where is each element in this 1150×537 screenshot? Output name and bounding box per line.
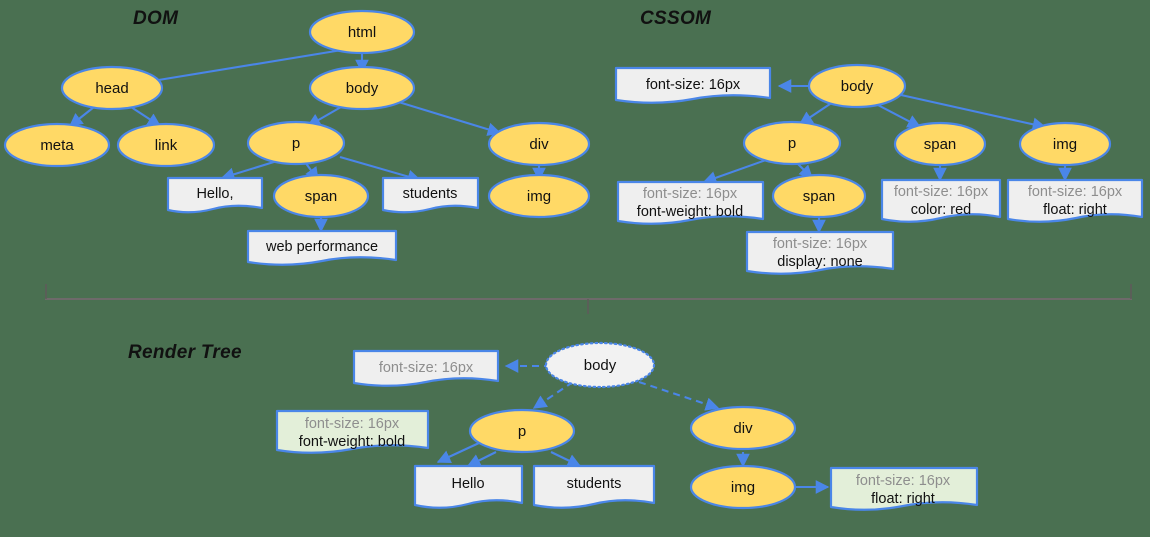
cssom-rule-body-line1: font-size: 16px: [646, 77, 741, 93]
cssom-edge-body-p: [798, 101, 834, 125]
render-rule-body-line1: font-size: 16px: [379, 360, 474, 376]
dom-node-meta-label: meta: [40, 137, 74, 154]
render-rule-img-line1: font-size: 16px: [856, 473, 951, 489]
dom-node-p-label: p: [292, 135, 300, 152]
dom-edges: [68, 47, 546, 233]
cssom-rule-span-child: font-size: 16px display: none: [745, 230, 895, 275]
cssom-rule-p: font-size: 16px font-weight: bold: [616, 180, 765, 225]
render-text-students: students: [532, 464, 656, 509]
render-node-div[interactable]: div: [689, 405, 797, 451]
render-rule-body: font-size: 16px: [352, 349, 500, 387]
cssom-rule-span-line1: font-size: 16px: [894, 184, 989, 200]
cssom-node-body[interactable]: body: [807, 63, 907, 109]
dom-edge-p-students: [339, 155, 422, 184]
section-divider: [45, 284, 1132, 314]
dom-node-span-label: span: [305, 188, 338, 205]
cssom-node-span[interactable]: span: [893, 121, 987, 167]
dom-node-meta[interactable]: meta: [3, 122, 111, 168]
dom-node-body[interactable]: body: [308, 65, 416, 111]
cssom-rule-span-line2: color: red: [911, 202, 971, 218]
dom-node-head[interactable]: head: [60, 65, 164, 111]
render-edge-body-div: [638, 381, 720, 411]
render-text-hello: Hello: [413, 464, 524, 509]
dom-text-students: students: [381, 176, 480, 214]
render-edge-p-rule: [436, 442, 480, 464]
cssom-node-p-label: p: [788, 135, 796, 152]
render-text-students-label: students: [567, 476, 622, 492]
cssom-node-img-label: img: [1053, 136, 1077, 153]
cssom-edge-body-img: [900, 93, 1047, 131]
dom-node-html-label: html: [348, 24, 376, 41]
dom-node-div-label: div: [529, 136, 549, 153]
render-tree-edges: [436, 359, 830, 494]
cssom-node-p[interactable]: p: [742, 120, 842, 166]
render-rule-p-line1: font-size: 16px: [305, 416, 400, 432]
cssom-rule-body: font-size: 16px: [614, 66, 772, 104]
render-node-body-label: body: [584, 357, 617, 374]
cssom-rule-p-line2: font-weight: bold: [637, 204, 743, 220]
cssom-rule-img: font-size: 16px float: right: [1006, 178, 1144, 223]
cssom-rule-img-line2: float: right: [1043, 202, 1107, 218]
render-edge-p-students: [550, 451, 582, 467]
cssom-rule-p-line1: font-size: 16px: [643, 186, 738, 202]
render-edge-body-p: [532, 381, 574, 409]
dom-node-p[interactable]: p: [246, 120, 346, 166]
dom-node-head-label: head: [95, 80, 128, 97]
render-rule-img-line2: float: right: [871, 491, 935, 507]
dom-node-html[interactable]: html: [308, 9, 416, 55]
render-node-img[interactable]: img: [689, 464, 797, 510]
cssom-section-title: CSSOM: [640, 8, 712, 29]
dom-text-students-label: students: [403, 186, 458, 202]
dom-node-span[interactable]: span: [272, 173, 370, 219]
dom-edge-head-meta: [68, 106, 95, 127]
cssom-edges: [702, 79, 1072, 234]
cssom-node-span-child-label: span: [803, 188, 836, 205]
cssom-rule-span: font-size: 16px color: red: [880, 178, 1002, 223]
dom-edge-body-div: [391, 98, 502, 136]
render-node-p-label: p: [518, 423, 526, 440]
dom-section-title: DOM: [133, 8, 179, 29]
cssom-edge-body-span: [873, 102, 922, 128]
render-rule-img: font-size: 16px float: right: [829, 466, 979, 511]
dom-node-body-label: body: [346, 80, 379, 97]
render-tree-section-title: Render Tree: [128, 342, 242, 363]
dom-text-web-performance-label: web performance: [265, 239, 378, 255]
cssom-node-span-label: span: [924, 136, 957, 153]
render-rule-p-line2: font-weight: bold: [299, 434, 405, 450]
cssom-rule-span-child-line1: font-size: 16px: [773, 236, 868, 252]
render-node-div-label: div: [733, 420, 753, 437]
dom-edge-head-link: [130, 106, 162, 127]
dom-node-div[interactable]: div: [487, 121, 591, 167]
cssom-node-span-child[interactable]: span: [771, 173, 867, 219]
cssom-edge-p-rule: [702, 159, 767, 185]
dom-text-hello: Hello,: [166, 176, 264, 214]
dom-node-link-label: link: [155, 137, 178, 154]
cssom-node-img[interactable]: img: [1018, 121, 1112, 167]
dom-node-img-label: img: [527, 188, 551, 205]
dom-edge-html-head: [126, 47, 349, 90]
dom-node-link[interactable]: link: [116, 122, 216, 168]
render-text-hello-label: Hello: [451, 476, 484, 492]
render-node-p[interactable]: p: [468, 408, 576, 454]
dom-edge-p-hello: [220, 159, 278, 181]
cssom-node-body-label: body: [841, 78, 874, 95]
render-edge-p-hello: [466, 451, 497, 467]
dom-text-hello-label: Hello,: [196, 186, 233, 202]
cssom-rule-span-child-line2: display: none: [777, 254, 862, 270]
cssom-rule-img-line1: font-size: 16px: [1028, 184, 1123, 200]
render-rule-p: font-size: 16px font-weight: bold: [275, 409, 430, 454]
render-node-body[interactable]: body: [544, 341, 656, 389]
dom-text-web-performance: web performance: [246, 229, 398, 266]
render-node-img-label: img: [731, 479, 755, 496]
dom-node-img[interactable]: img: [487, 173, 591, 219]
